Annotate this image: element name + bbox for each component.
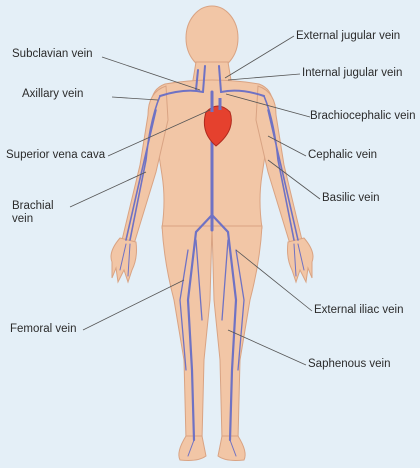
label-internal-jugular-vein: Internal jugular vein (302, 67, 403, 79)
hand-veins (119, 243, 305, 277)
leader-superior-vena-cava (107, 109, 211, 157)
right-hand (110, 237, 137, 284)
label-femoral-vein: Femoral vein (10, 323, 77, 335)
leader-femoral (82, 279, 185, 331)
label-brachial-vein: Brachial vein (12, 200, 54, 225)
leader-basilic (267, 159, 321, 200)
heart (203, 98, 232, 147)
leader-brachiocephalic (225, 93, 311, 118)
leader-brachial (69, 171, 147, 208)
foot-veins (187, 439, 237, 457)
body-silhouette (110, 5, 314, 461)
leg-veins-minor (179, 239, 245, 371)
label-basilic-vein: Basilic vein (322, 192, 380, 204)
arm-veins-right (125, 95, 161, 241)
leader-internal-jugular (227, 73, 301, 81)
leader-axillary (111, 96, 159, 101)
subclavian-veins (159, 89, 265, 97)
leader-subclavian (101, 56, 201, 91)
label-saphenous-vein: Saphenous vein (308, 358, 391, 370)
left-hand (287, 237, 314, 284)
left-foot (217, 435, 246, 461)
label-cephalic-vein: Cephalic vein (308, 149, 378, 161)
right-foot (178, 435, 207, 461)
leader-external-jugular (224, 35, 295, 79)
heart-vessels (210, 98, 222, 112)
jugular-veins (195, 65, 222, 93)
label-brachiocephalic-vein: Brachiocephalic vein (310, 110, 416, 122)
label-external-jugular-vein: External jugular vein (296, 30, 401, 42)
label-axillary-vein: Axillary vein (22, 88, 84, 100)
vein-network (119, 65, 305, 457)
label-superior-vena-cava: Superior vena cava (6, 149, 106, 161)
head (185, 5, 239, 71)
leader-external-iliac (235, 249, 313, 312)
label-subclavian-vein: Subclavian vein (12, 48, 93, 60)
heart-shape (203, 105, 232, 147)
leader-cephalic (267, 135, 307, 157)
leader-lines (69, 35, 321, 366)
leader-saphenous (227, 329, 307, 366)
iliac-veins (186, 213, 238, 442)
label-external-iliac-vein: External iliac vein (314, 304, 404, 316)
